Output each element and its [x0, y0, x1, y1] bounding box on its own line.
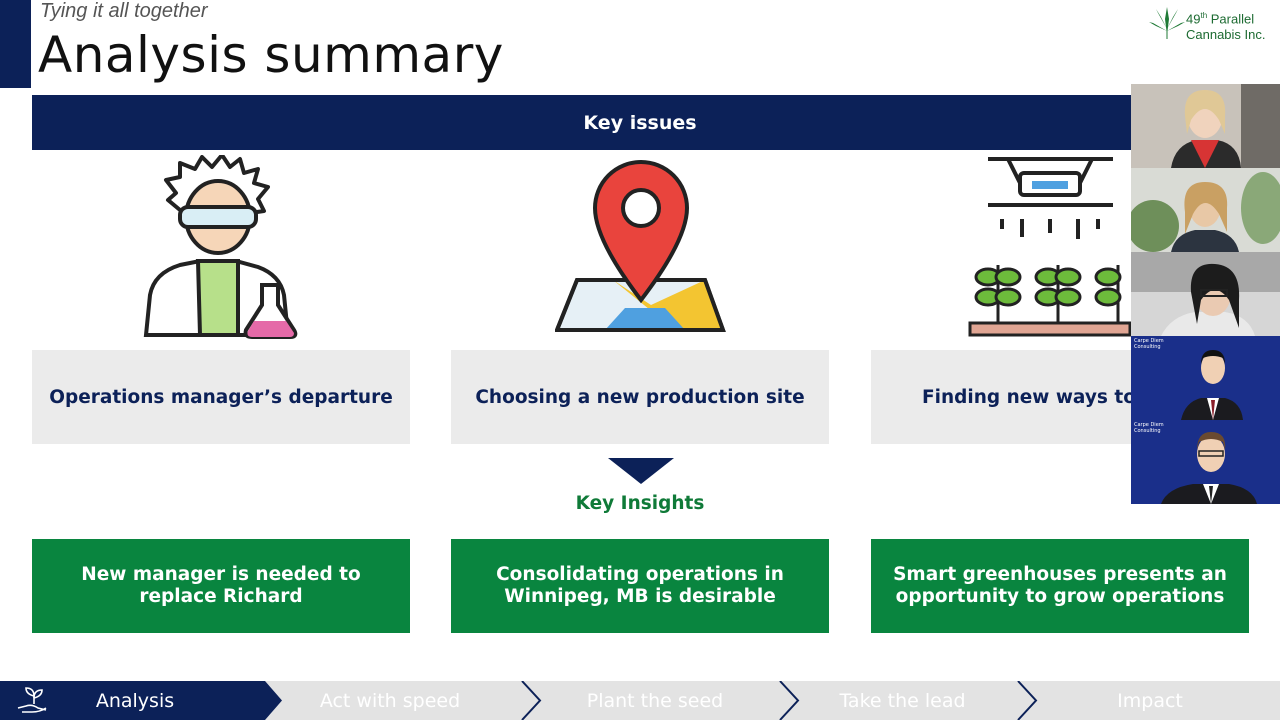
issue-card-2: Choosing a new production site: [451, 350, 829, 444]
participant-tile-5[interactable]: Carpe Diem Consulting: [1131, 420, 1280, 504]
insight-card-2: Consolidating operations in Winnipeg, MB…: [451, 539, 829, 633]
cannabis-leaf-icon: [1149, 7, 1185, 39]
slide-title: Analysis summary: [38, 26, 504, 84]
company-logo-text: 49th Parallel Cannabis Inc.: [1186, 11, 1266, 43]
issue-label: Finding new ways to: [922, 386, 1136, 408]
participant-video: [1161, 432, 1257, 504]
scientist-icon: [143, 155, 298, 339]
nav-item-take-the-lead[interactable]: Take the lead: [839, 689, 966, 712]
issue-card-1: Operations manager’s departure: [32, 350, 410, 444]
participant-video: [1181, 350, 1243, 420]
participant-video: [1131, 252, 1280, 336]
participant-video: [1131, 84, 1280, 168]
nav-item-act-with-speed[interactable]: Act with speed: [319, 689, 461, 712]
section-nav-chevrons: [0, 681, 1038, 720]
header-accent-bar: [0, 0, 31, 88]
slide-subtitle: Tying it all together: [40, 0, 208, 22]
key-issues-header: Key issues: [32, 95, 1248, 150]
drone-greenhouse-icon: [968, 157, 1132, 337]
key-insights-heading: Key Insights: [575, 493, 705, 514]
down-arrow-icon: [608, 458, 674, 484]
hand-seedling-icon: [17, 687, 47, 713]
nav-item-impact[interactable]: Impact: [1117, 689, 1183, 712]
tile-caption: Carpe Diem Consulting: [1134, 338, 1164, 350]
nav-item-analysis[interactable]: Analysis: [95, 689, 175, 712]
participant-tile-2[interactable]: [1131, 168, 1280, 252]
issue-label: Operations manager’s departure: [49, 386, 393, 408]
insight-card-3: Smart greenhouses presents an opportunit…: [871, 539, 1249, 633]
participant-video: [1131, 168, 1280, 252]
nav-item-plant-the-seed[interactable]: Plant the seed: [586, 689, 724, 712]
tile-caption: Carpe Diem Consulting: [1134, 422, 1164, 434]
insight-card-1: New manager is needed to replace Richard: [32, 539, 410, 633]
participant-tile-3[interactable]: [1131, 252, 1280, 336]
participant-tile-4[interactable]: Carpe Diem Consulting: [1131, 336, 1280, 420]
participant-tile-1[interactable]: [1131, 84, 1280, 168]
issue-label: Choosing a new production site: [475, 386, 805, 408]
map-pin-icon: [555, 160, 726, 332]
